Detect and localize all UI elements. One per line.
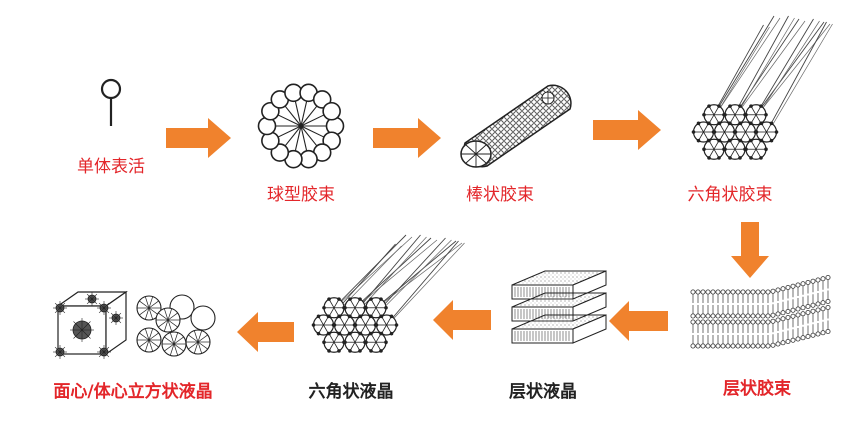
hexagonal-micelle-icon (691, 15, 833, 160)
lamellar-liquid-crystal-icon (511, 270, 607, 344)
arrow-right-1 (166, 118, 231, 158)
stage-label-lamellar-micelle: 层状胶束 (723, 379, 791, 399)
arrow-left-3 (237, 312, 294, 352)
rod-micelle-icon (460, 84, 572, 168)
cubic-liquid-crystal-icon (53, 290, 216, 359)
arrow-left-1 (609, 301, 668, 341)
lamellar-micelle-icon (690, 274, 831, 349)
spherical-micelle-icon (257, 83, 345, 169)
hexagonal-liquid-crystal-icon (311, 234, 465, 353)
arrow-right-3 (593, 110, 661, 150)
stage-label-spherical-micelle: 球型胶束 (267, 185, 335, 205)
arrow-down (731, 222, 769, 278)
arrow-right-2 (373, 118, 441, 158)
stage-label-monomer: 单体表活 (77, 157, 145, 177)
stage-label-lamellar-liquid-crystal: 层状液晶 (509, 382, 577, 402)
stage-label-rod-micelle: 棒状胶束 (466, 185, 534, 205)
surfactant-monomer-icon (100, 78, 122, 126)
stage-label-hexagonal-micelle: 六角状胶束 (687, 185, 773, 205)
stage-label-cubic-liquid-crystal: 面心/体心立方状液晶 (53, 382, 213, 402)
stage-label-hexagonal-liquid-crystal: 六角状液晶 (308, 382, 394, 402)
arrow-left-2 (433, 300, 491, 340)
